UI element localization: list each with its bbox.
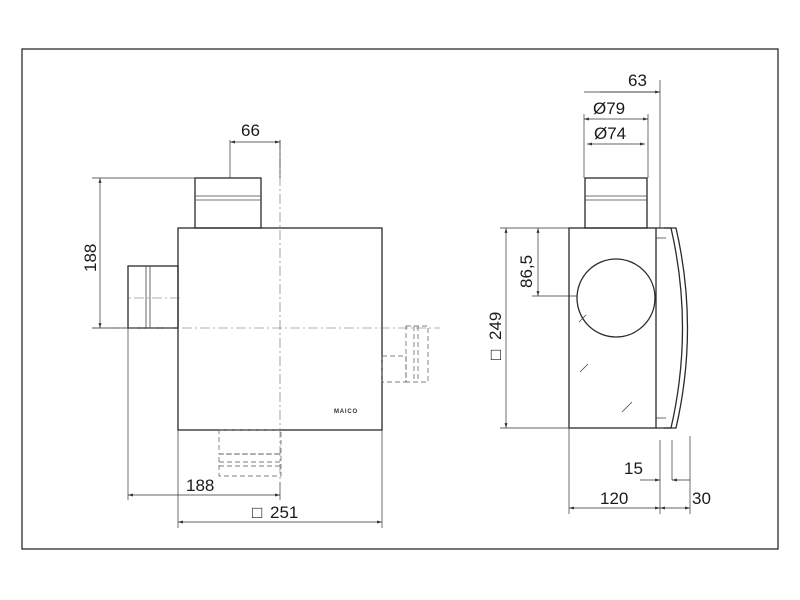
dim-63-label: 63 xyxy=(628,71,647,90)
front-top-spigot xyxy=(194,177,262,229)
dim-66-label: 66 xyxy=(241,121,260,140)
side-front-cover xyxy=(656,227,689,429)
front-view: MAICO 66 188 188 □ 251 xyxy=(81,121,440,528)
dim-74-label: Ø74 xyxy=(594,124,626,143)
side-housing xyxy=(568,227,657,429)
side-round-outlet xyxy=(576,258,656,338)
brand-label: MAICO xyxy=(334,409,358,415)
front-bottom-spigot-alternate xyxy=(218,429,282,477)
dim-120-label: 120 xyxy=(600,489,628,508)
drawing-frame xyxy=(21,48,779,550)
dim-251-symbol: □ xyxy=(252,503,262,522)
dim-188-horizontal-label: 188 xyxy=(186,476,214,495)
dim-249-label: 249 xyxy=(486,312,505,340)
dim-249-symbol: □ xyxy=(486,350,505,360)
dim-251-label: 251 xyxy=(270,503,298,522)
front-right-spigot-alternate xyxy=(381,325,429,383)
front-left-spigot xyxy=(127,265,179,329)
dim-86-5-label: 86,5 xyxy=(517,255,536,288)
dim-30-label: 30 xyxy=(692,489,711,508)
dim-79-label: Ø79 xyxy=(593,99,625,118)
dim-15-label: 15 xyxy=(624,459,643,478)
side-view: 63 Ø79 Ø74 86,5 □ 249 15 120 3 xyxy=(486,71,711,514)
side-top-spigot xyxy=(584,177,648,229)
dim-188-vertical-label: 188 xyxy=(81,244,100,272)
